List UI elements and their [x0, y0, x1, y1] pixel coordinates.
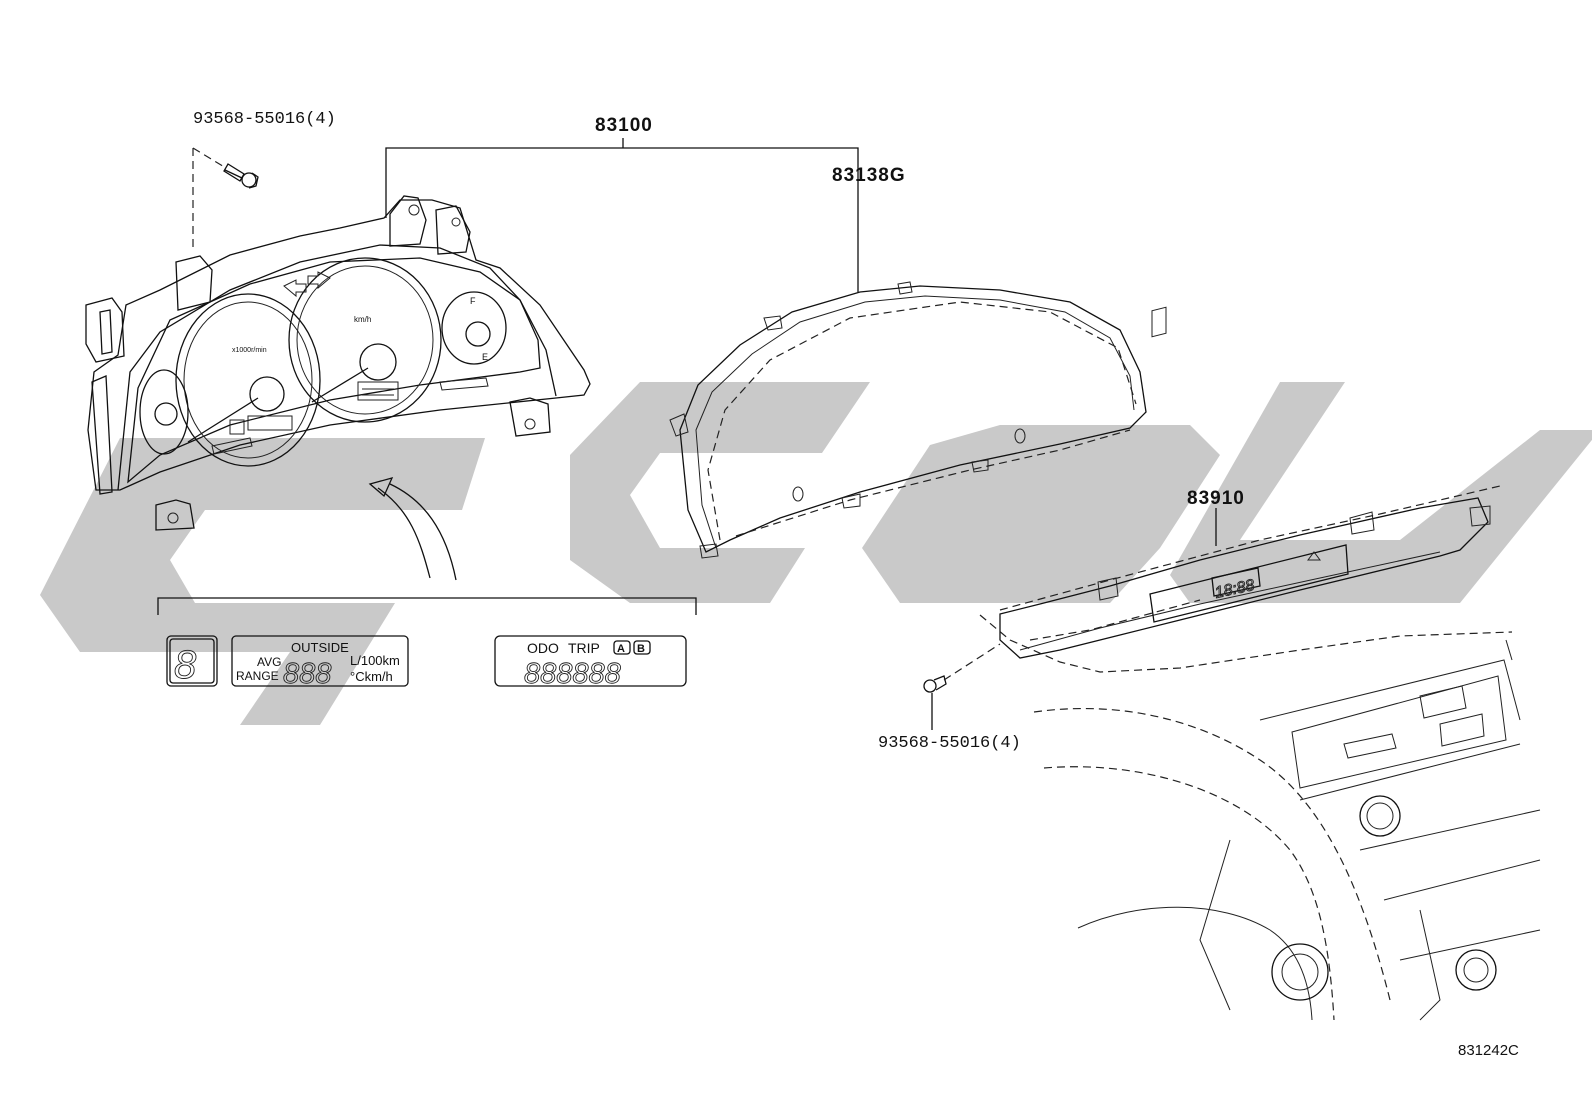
meter-glass	[669, 281, 1147, 559]
label-meter-assy: 83100	[595, 115, 653, 136]
bracket-83100	[385, 147, 859, 292]
odo-digits: 888888	[524, 658, 621, 690]
label-clock: 83910	[1187, 488, 1245, 509]
odo-trip-display: ODO TRIP A B 888888	[494, 635, 687, 690]
turn-left-icon	[283, 279, 307, 298]
gear-digit: 8	[174, 643, 197, 687]
callout-arrow	[377, 487, 431, 579]
trip-label: TRIP	[568, 640, 600, 656]
figure-code: 831242C	[1458, 1042, 1519, 1059]
hazard-icon	[1307, 551, 1321, 561]
combination-meter: x1000r/min km/h F E	[85, 195, 591, 531]
watermark-logo	[40, 382, 1592, 725]
outside-display: OUTSIDE AVG RANGE 888 L/100km °Ckm/h	[231, 635, 409, 690]
badge-b: B	[637, 643, 645, 655]
odo-label: ODO	[527, 640, 559, 656]
outside-label: OUTSIDE	[291, 640, 349, 655]
badge-a: A	[617, 643, 625, 655]
label-screw-bottom: 93568-55016(4)	[878, 734, 1021, 753]
label-screw-top: 93568-55016(4)	[193, 110, 336, 129]
instrument-panel	[979, 614, 1541, 1021]
range-label: RANGE	[236, 669, 279, 683]
screw-bottom	[923, 675, 947, 730]
unit-kmh: °Ckm/h	[350, 669, 393, 684]
tach-unit: x1000r/min	[232, 347, 267, 354]
screw-top	[223, 163, 259, 189]
speed-unit: km/h	[354, 315, 371, 324]
avg-label: AVG	[257, 655, 281, 669]
fuel-empty-mark: E	[482, 352, 488, 362]
outside-digits: 888	[283, 658, 331, 690]
gear-display: 8	[166, 635, 218, 687]
display-bracket	[157, 597, 697, 615]
unit-l100km: L/100km	[350, 653, 400, 668]
label-glass: 83138G	[832, 165, 906, 186]
turn-right-icon	[307, 271, 331, 290]
fuel-full-mark: F	[470, 296, 476, 306]
